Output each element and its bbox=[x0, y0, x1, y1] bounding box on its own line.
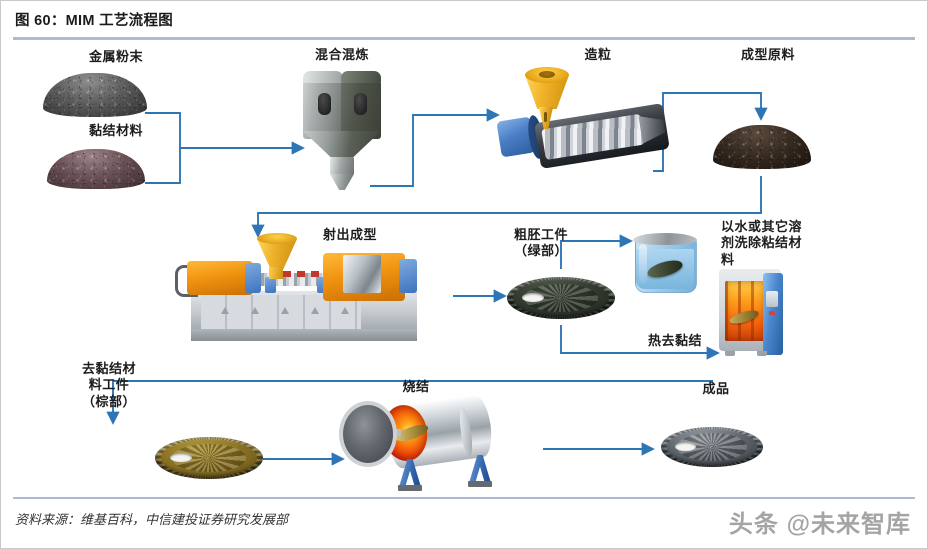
watermark: 头条 @未来智库 bbox=[728, 511, 911, 538]
label-brown-part: 去黏结材 料工件 （棕部） bbox=[81, 361, 136, 409]
page-title: 图 60：MIM 工艺流程图 bbox=[15, 12, 174, 29]
flow-connectors bbox=[106, 92, 768, 466]
wire-thermal-to-brown bbox=[106, 380, 713, 425]
footer-divider bbox=[13, 497, 915, 499]
wire-binder-to-mixer bbox=[145, 148, 181, 184]
metal-powder-pile bbox=[43, 73, 147, 117]
thermal-debinding-oven bbox=[719, 269, 785, 361]
wire-powder-to-mixer bbox=[145, 112, 305, 155]
wire-feedstock-to-injection bbox=[251, 176, 762, 238]
wire-green-to-solvent bbox=[560, 234, 633, 269]
label-mixing: 混合混炼 bbox=[314, 47, 369, 62]
label-solvent-debinding: 以水或其它溶 剂洗除粘结材 料 bbox=[721, 219, 803, 267]
label-binder-material: 黏结材料 bbox=[88, 123, 143, 138]
brown-part-disc bbox=[155, 437, 263, 479]
green-part-disc bbox=[507, 277, 615, 319]
wire-extruder-to-feedstock bbox=[653, 92, 768, 172]
injection-molding-machine bbox=[173, 233, 433, 351]
figure-source: 资料来源：维基百科，中信建投证券研究发展部 bbox=[15, 512, 289, 527]
wire-mixer-to-extruder bbox=[370, 108, 500, 187]
solvent-jar bbox=[633, 233, 697, 295]
label-feedstock: 成型原料 bbox=[740, 47, 795, 62]
granulation-extruder bbox=[496, 67, 679, 187]
label-finished-product: 成品 bbox=[702, 381, 730, 396]
wire-green-to-thermal bbox=[560, 325, 720, 360]
feedstock-pile bbox=[713, 125, 811, 169]
label-metal-powder: 金属粉末 bbox=[88, 49, 143, 64]
binder-material-pile bbox=[47, 149, 145, 189]
label-granulation: 造粒 bbox=[584, 47, 612, 62]
process-flow-diagram: 金属粉末 黏结材料 混合混炼 造粒 bbox=[13, 41, 915, 495]
mixer-machine bbox=[301, 69, 385, 191]
sintering-furnace bbox=[343, 394, 543, 493]
label-thermal-debinding: 热去黏结 bbox=[647, 333, 702, 348]
finished-product-disc bbox=[661, 427, 763, 467]
header-divider bbox=[13, 37, 915, 40]
label-sintering: 烧结 bbox=[402, 379, 430, 394]
figure-header: 图 60：MIM 工艺流程图 bbox=[1, 1, 927, 37]
label-green-part: 粗胚工件 （绿部） bbox=[513, 227, 568, 259]
label-injection-molding: 射出成型 bbox=[322, 227, 377, 242]
